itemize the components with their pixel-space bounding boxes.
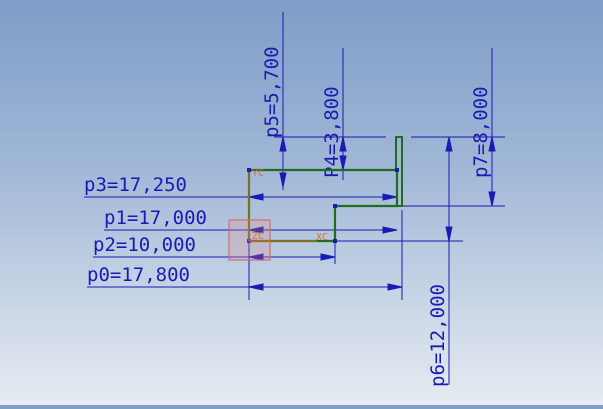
sketch-point[interactable]: [247, 168, 251, 172]
dimension-p7[interactable]: [402, 48, 505, 207]
coordinate-system[interactable]: XC YC ZC: [228, 168, 328, 261]
dimension-p6-label[interactable]: p6=12,000: [427, 284, 449, 387]
dimension-p0[interactable]: [87, 210, 403, 300]
dimension-p5[interactable]: [274, 12, 386, 190]
dimension-p4[interactable]: [339, 48, 347, 180]
sketch-point[interactable]: [395, 168, 399, 172]
dimension-p3[interactable]: [84, 193, 398, 201]
axis-label-xc: XC: [316, 232, 328, 243]
dimension-p7-label[interactable]: p7=8,000: [470, 86, 492, 178]
sketch-point[interactable]: [333, 239, 337, 243]
dimension-p2[interactable]: [93, 241, 336, 264]
sketch-point[interactable]: [333, 204, 337, 208]
dimension-p1-label[interactable]: p1=17,000: [104, 207, 207, 229]
dimension-p2-label[interactable]: p2=10,000: [93, 234, 196, 256]
sketch-profile-upper-tab[interactable]: [395, 136, 403, 207]
dimension-p5-label[interactable]: p5=5,700: [261, 46, 283, 138]
axis-label-zc: ZC: [252, 231, 264, 242]
dimension-p0-label[interactable]: p0=17,800: [87, 264, 190, 286]
dimension-p6[interactable]: [335, 136, 463, 385]
dimension-p4-label[interactable]: P4=3,800: [321, 86, 343, 178]
dimension-p1[interactable]: [104, 226, 398, 234]
axis-label-yc: YC: [252, 168, 264, 179]
dimension-p3-label[interactable]: p3=17,250: [84, 174, 187, 196]
